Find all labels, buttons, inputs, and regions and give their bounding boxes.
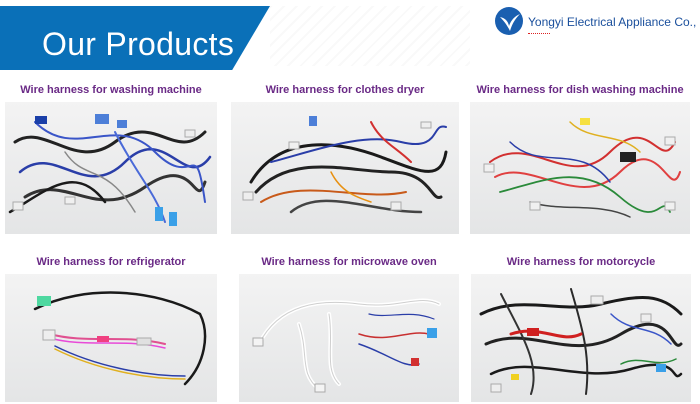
microwave-oven-harness-photo (239, 274, 459, 402)
motorcycle-harness-photo (471, 274, 691, 402)
dish-washing-machine-harness-photo (470, 102, 690, 234)
product-card-refrigerator: Wire harness for refrigerator (5, 256, 217, 402)
washing-machine-harness-photo (5, 102, 217, 234)
product-card-microwave-oven: Wire harness for microwave oven (239, 256, 459, 402)
page-header: Our Products Yongyi Electrical Appliance… (0, 0, 700, 76)
product-card-washing-machine: Wire harness for washing machine (5, 84, 217, 234)
company-name: Yongyi Electrical Appliance Co., Ltd. (528, 15, 700, 29)
product-title: Wire harness for clothes dryer (265, 84, 425, 96)
clothes-dryer-harness-photo (231, 102, 459, 234)
product-title: Wire harness for refrigerator (36, 256, 186, 268)
spellcheck-underline (528, 31, 550, 34)
product-card-clothes-dryer: Wire harness for clothes dryer (231, 84, 459, 234)
product-card-dish-washing-machine: Wire harness for dish washing machine (470, 84, 690, 234)
product-title: Wire harness for dish washing machine (476, 84, 684, 96)
swallow-logo-icon (495, 7, 523, 35)
product-title: Wire harness for washing machine (20, 84, 202, 96)
product-card-motorcycle: Wire harness for motorcycle (471, 256, 691, 402)
title-banner: Our Products (0, 6, 270, 70)
refrigerator-harness-photo (5, 274, 217, 402)
page-title: Our Products (42, 26, 235, 62)
company-brand: Yongyi Electrical Appliance Co., Ltd. (494, 6, 700, 36)
product-title: Wire harness for microwave oven (261, 256, 437, 268)
background-pattern (270, 6, 470, 66)
product-title: Wire harness for motorcycle (506, 256, 656, 268)
